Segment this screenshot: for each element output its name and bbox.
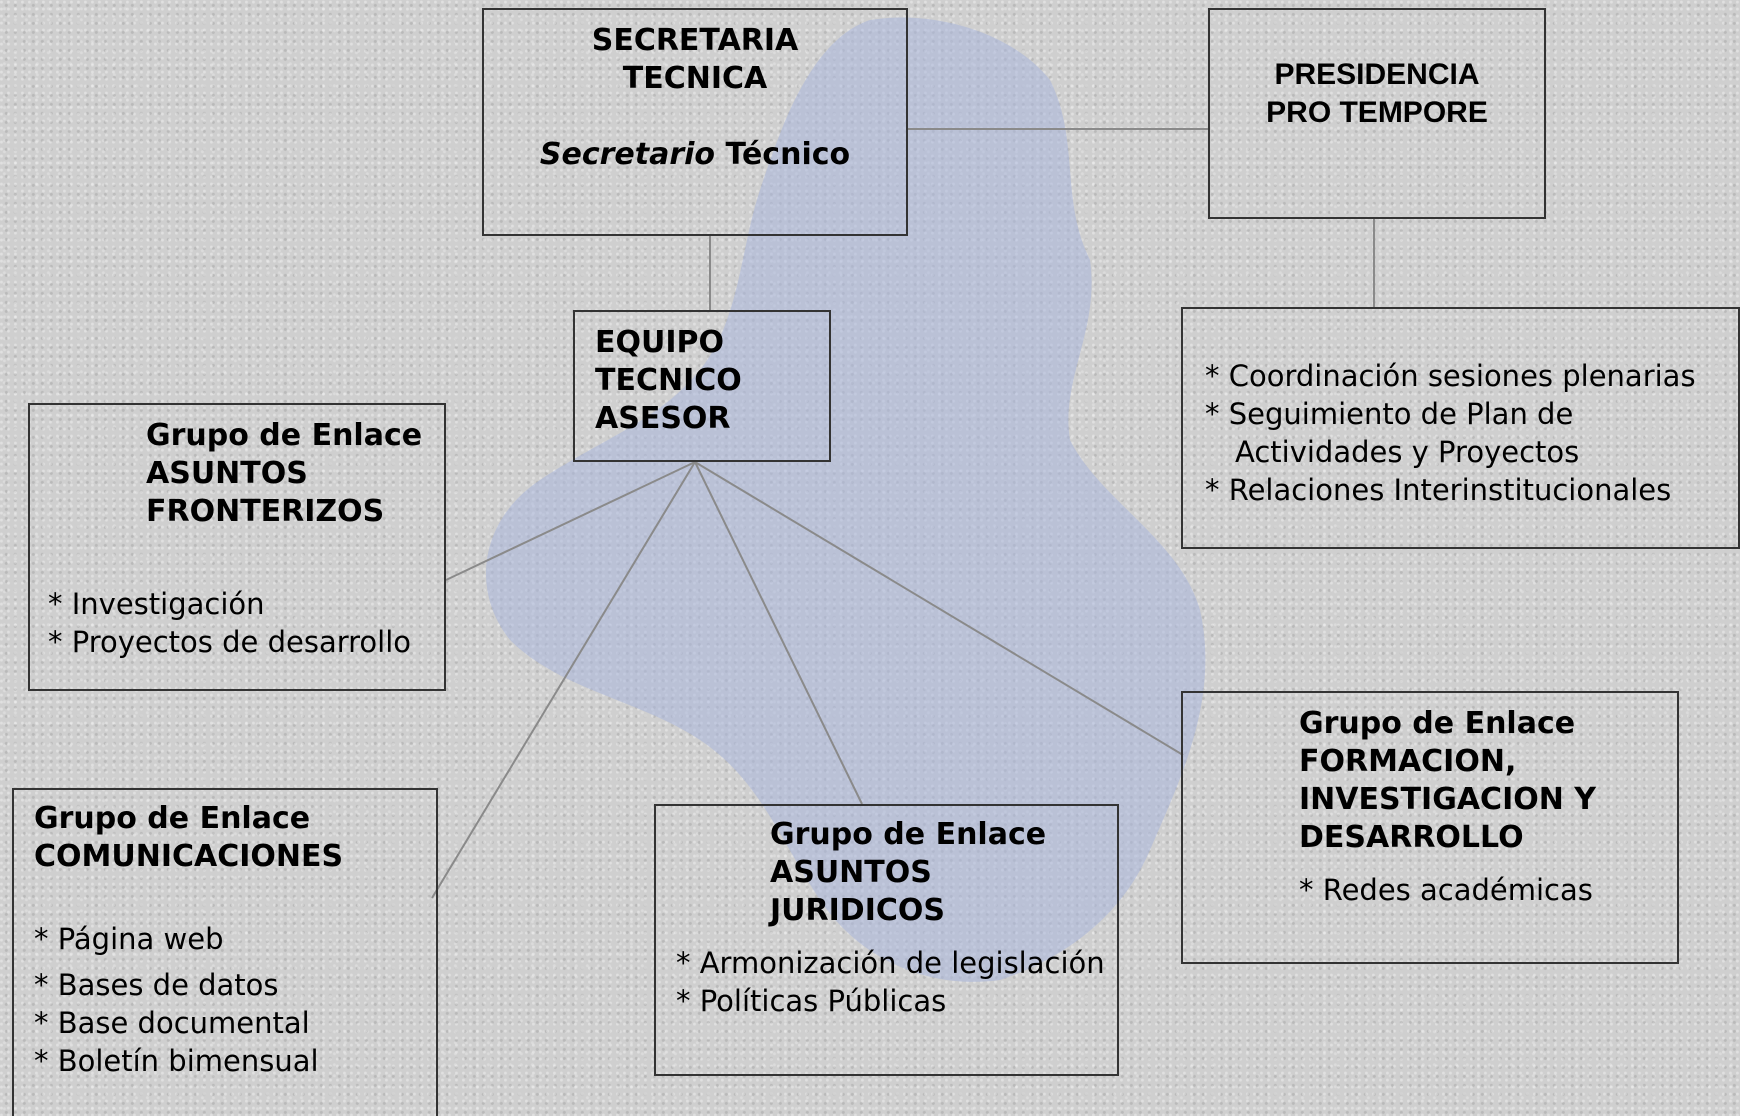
juridicos-heading: Grupo de Enlace [770,817,1047,852]
juridicos-name1: ASUNTOS [770,855,932,890]
juridicos-name2: JURIDICOS [770,893,945,928]
connector-equipo-fronterizos [445,461,696,581]
comunicaciones-item-1: * Página web [34,922,224,956]
juridicos-item-1: * Armonización de legislación [676,946,1105,980]
presidencia-tasks-box: * Coordinación sesiones plenarias * Segu… [1181,307,1740,549]
comunicaciones-item-2: * Bases de datos [34,968,279,1002]
comunicaciones-item-3: * Base documental [34,1006,310,1040]
connector-equipo-comunicaciones [431,461,696,899]
comunicaciones-box: Grupo de Enlace COMUNICACIONES * Página … [12,788,438,1116]
connector-equipo-juridicos [694,461,863,805]
fronterizos-item-1: * Investigación [48,587,265,621]
secretaria-role: Secretario Técnico [484,136,906,174]
equipo-line2: TECNICO [595,363,742,398]
fronterizos-item-2: * Proyectos de desarrollo [48,625,412,659]
fronterizos-box: Grupo de Enlace ASUNTOS FRONTERIZOS * In… [28,403,446,691]
secretaria-line1: SECRETARIA [591,23,799,58]
presidencia-box: PRESIDENCIA PRO TEMPORE [1208,8,1546,219]
formacion-item-1: * Redes académicas [1299,873,1593,907]
presidencia-task-1: * Coordinación sesiones plenarias [1205,359,1696,393]
fronterizos-heading: Grupo de Enlace [146,418,423,453]
secretaria-role-italic: Secretario [539,137,716,172]
comunicaciones-name1: COMUNICACIONES [34,839,344,874]
equipo-tecnico-box: EQUIPO TECNICO ASESOR [573,310,831,462]
formacion-name3: DESARROLLO [1299,820,1524,855]
presidencia-task-2-cont: Actividades y Proyectos [1235,435,1580,469]
secretaria-tecnica-box: SECRETARIA TECNICA Secretario Técnico [482,8,908,236]
fronterizos-name2: FRONTERIZOS [146,494,385,529]
formacion-name1: FORMACION, [1299,744,1517,779]
formacion-box: Grupo de Enlace FORMACION, INVESTIGACION… [1181,691,1679,964]
formacion-name2: INVESTIGACION Y [1299,782,1597,817]
presidencia-line1: PRESIDENCIA [1274,58,1480,91]
presidencia-task-2: * Seguimiento de Plan de [1205,397,1574,431]
presidencia-task-3: * Relaciones Interinstitucionales [1205,473,1672,507]
comunicaciones-heading: Grupo de Enlace [34,801,311,836]
connector-equipo-formacion [694,461,1184,756]
fronterizos-name1: ASUNTOS [146,456,308,491]
map-shape [486,17,1206,982]
equipo-line1: EQUIPO [595,325,725,360]
presidencia-line2: PRO TEMPORE [1266,96,1488,129]
secretaria-line2: TECNICA [622,61,768,96]
equipo-line3: ASESOR [595,401,731,436]
juridicos-box: Grupo de Enlace ASUNTOS JURIDICOS * Armo… [654,804,1119,1076]
secretaria-role-rest: Técnico [715,137,851,172]
formacion-heading: Grupo de Enlace [1299,706,1576,741]
comunicaciones-item-4: * Boletín bimensual [34,1044,319,1078]
juridicos-item-2: * Políticas Públicas [676,984,947,1018]
